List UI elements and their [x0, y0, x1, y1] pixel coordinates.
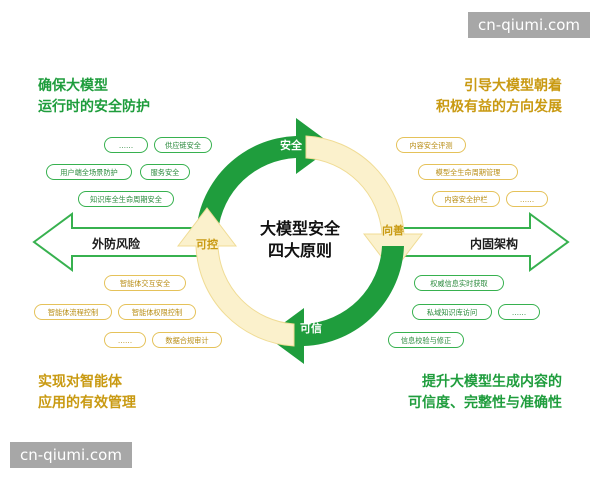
pill-content-guardrail: 内容安全护栏 [432, 191, 500, 207]
pill-agent-flow: 智能体流程控制 [34, 304, 112, 320]
pill-tr-ellipsis: …… [506, 191, 548, 207]
ring-segment-goodness [305, 135, 424, 273]
center-title: 大模型安全 四大原则 [259, 219, 340, 260]
title-bottom-left: 实现对智能体 应用的有效管理 [38, 374, 136, 411]
ring-label-goodness: 向善 [382, 224, 404, 237]
pill-private-kb: 私域知识库访问 [412, 304, 492, 320]
title-top-left: 确保大模型 运行时的安全防护 [38, 78, 150, 115]
pill-service-security: 服务安全 [140, 164, 190, 180]
pill-data-audit: 数据合规审计 [152, 332, 222, 348]
ring-segment-trust [266, 246, 404, 364]
pill-user-protection: 用户端全场景防护 [46, 164, 132, 180]
title-bottom-right: 提升大模型生成内容的 可信度、完整性与准确性 [408, 374, 562, 411]
pill-br-ellipsis: …… [498, 304, 540, 320]
watermark-top: cn-qiumi.com [468, 12, 590, 38]
pill-authority-info: 权威信息实时获取 [414, 275, 504, 291]
left-arrow-label: 外防风险 [92, 237, 141, 251]
ring-label-trust: 可信 [300, 322, 322, 335]
pill-content-eval: 内容安全评测 [396, 137, 466, 153]
pill-knowledge-base: 知识库全生命周期安全 [78, 191, 174, 207]
title-top-right: 引导大模型朝着 积极有益的方向发展 [436, 78, 562, 115]
pill-tl-ellipsis: …… [104, 137, 148, 153]
ring-segment-safety [196, 118, 334, 232]
pill-supply-chain: 供应链安全 [154, 137, 212, 153]
pill-info-verify: 信息校验与修正 [388, 332, 464, 348]
pill-agent-permission: 智能体权限控制 [118, 304, 196, 320]
right-arrow-label: 内固架构 [470, 237, 519, 251]
ring-label-safety: 安全 [280, 139, 302, 152]
watermark-bottom: cn-qiumi.com [10, 442, 132, 468]
ring-segment-control [176, 207, 295, 347]
pill-model-lifecycle: 模型全生命周期管理 [418, 164, 518, 180]
pill-bl-ellipsis: …… [104, 332, 146, 348]
ring-label-control: 可控 [196, 238, 218, 251]
pill-agent-interaction: 智能体交互安全 [104, 275, 186, 291]
